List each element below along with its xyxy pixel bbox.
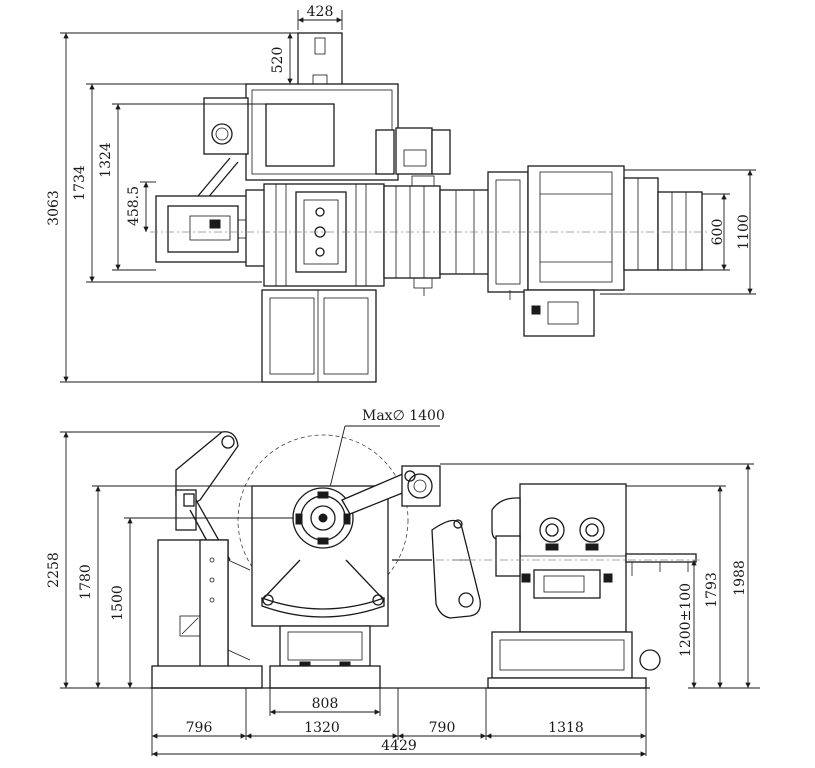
top-view-dimensions: 428 520 3063 1734 1324 458.5 bbox=[46, 4, 756, 383]
feeder-body bbox=[263, 183, 385, 287]
dim-1500: 1500 bbox=[110, 585, 126, 621]
main-plate-right-boxes bbox=[375, 127, 451, 175]
dim-2258: 2258 bbox=[46, 552, 62, 588]
dim-1318: 1318 bbox=[548, 720, 584, 736]
dim-796: 796 bbox=[186, 720, 213, 736]
pinch-roller-arm bbox=[341, 465, 441, 515]
dim-600: 600 bbox=[710, 219, 726, 246]
dim-top-428: 428 bbox=[307, 4, 334, 20]
dim-790: 790 bbox=[429, 720, 456, 736]
dim-3063: 3063 bbox=[46, 190, 62, 226]
left-stand bbox=[151, 539, 263, 689]
dim-458-5: 458.5 bbox=[126, 186, 142, 226]
dim-1780: 1780 bbox=[78, 564, 94, 600]
dim-1988: 1988 bbox=[732, 560, 748, 596]
dim-1324: 1324 bbox=[98, 142, 114, 178]
dim-1734: 1734 bbox=[72, 165, 88, 201]
left-arm-mechanism bbox=[155, 157, 267, 267]
dim-1793: 1793 bbox=[704, 572, 720, 608]
leveler-machine bbox=[436, 483, 700, 689]
loop-support-arm bbox=[392, 519, 481, 619]
uncoiler-body bbox=[251, 485, 389, 689]
dim-1200: 1200±100 bbox=[678, 583, 694, 657]
control-box-left bbox=[203, 97, 249, 155]
dim-4429: 4429 bbox=[381, 738, 417, 754]
dim-top-520: 520 bbox=[270, 47, 286, 74]
dim-1100: 1100 bbox=[736, 214, 752, 250]
max-coil-label: Max∅ 1400 bbox=[362, 408, 445, 424]
dim-1320: 1320 bbox=[304, 720, 340, 736]
lower-stand bbox=[261, 289, 377, 383]
side-view: Max∅ 1400 bbox=[46, 408, 760, 757]
leveler-unit bbox=[487, 165, 703, 293]
main-plate bbox=[245, 83, 399, 181]
dim-808: 808 bbox=[312, 696, 339, 712]
top-view: 428 520 3063 1734 1324 458.5 bbox=[46, 4, 756, 383]
straightener-section bbox=[383, 175, 493, 296]
leveler-control-panel bbox=[509, 289, 595, 337]
side-view-dimensions: 2258 1780 1500 1200±100 1793 1988 bbox=[46, 431, 760, 757]
